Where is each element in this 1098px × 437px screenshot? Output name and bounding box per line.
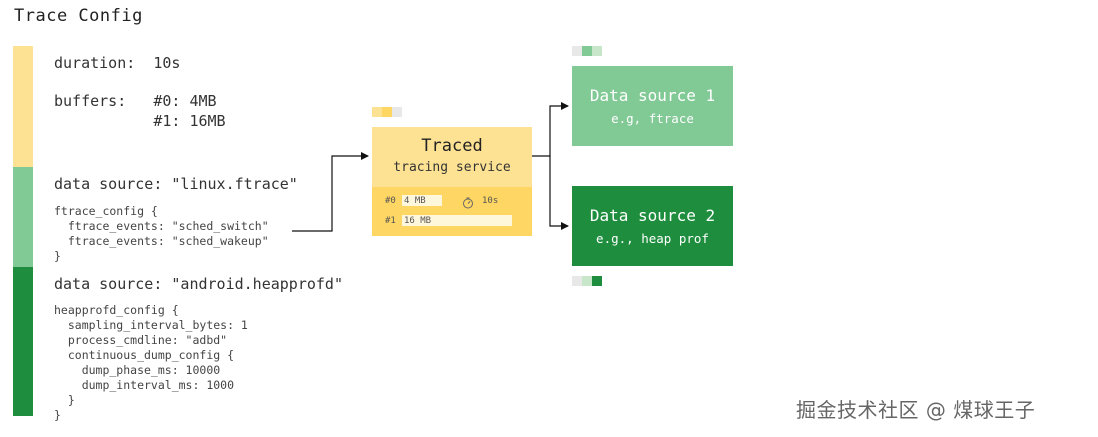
config-bar-ftrace [13,167,33,267]
heapprofd-config-code: heapprofd_config { sampling_interval_byt… [54,303,248,422]
heapprofd-source-label: data source: "android.heapprofd" [54,275,343,293]
diagram-title: Trace Config [14,6,143,26]
data-source-2-box: Data source 2 e.g., heap prof [572,186,733,266]
traced-to-ds1-arrow [532,102,569,157]
ds1-pixel-marker [592,46,602,56]
traced-pixel-marker [392,107,402,117]
timer-icon [462,194,474,209]
duration-label: duration: 10s [54,54,181,72]
traced-to-ds2-arrow [549,156,569,230]
trace-duration: 10s [482,196,499,206]
traced-pixel-marker [372,107,382,117]
buffer0-bar [402,195,442,206]
traced-header: Traced tracing service [372,127,532,187]
buffers-label-line2: #1: 16MB [54,112,226,130]
ds2-pixel-marker [592,276,602,286]
data-source-1-subtitle: e.g, ftrace [611,111,694,126]
ds1-pixel-marker [582,46,592,56]
buffers-label-line1: buffers: #0: 4MB [54,92,217,110]
ftrace-config-code: ftrace_config { ftrace_events: "sched_sw… [54,204,269,263]
buffer1-id: #1 [385,216,396,226]
buffer1-size: 16 MB [404,216,432,226]
data-source-2-title: Data source 2 [589,206,716,225]
buffer0-size: 4 MB [404,196,426,206]
traced-service-box: Traced tracing service #0 4 MB 10s #1 16… [372,127,532,236]
data-source-1-box: Data source 1 e.g, ftrace [572,66,733,146]
ds1-pixel-marker [572,46,582,56]
traced-title: Traced [421,136,483,156]
traced-pixel-marker [382,107,392,117]
data-source-2-subtitle: e.g., heap prof [596,231,709,246]
ds2-pixel-marker [572,276,582,286]
ftrace-source-label: data source: "linux.ftrace" [54,175,298,193]
traced-buffers-panel: #0 4 MB 10s #1 16 MB [372,187,532,236]
traced-subtitle: tracing service [393,160,511,175]
ds2-pixel-marker [582,276,592,286]
buffer1-bar [402,215,512,226]
watermark: 掘金技术社区 @ 煤球王子 [796,398,1036,422]
config-to-traced-arrow [292,152,369,232]
buffer0-id: #0 [385,196,396,206]
data-source-1-title: Data source 1 [589,86,716,105]
config-bar-buffers [13,46,33,167]
config-bar-heapprofd [13,267,33,416]
